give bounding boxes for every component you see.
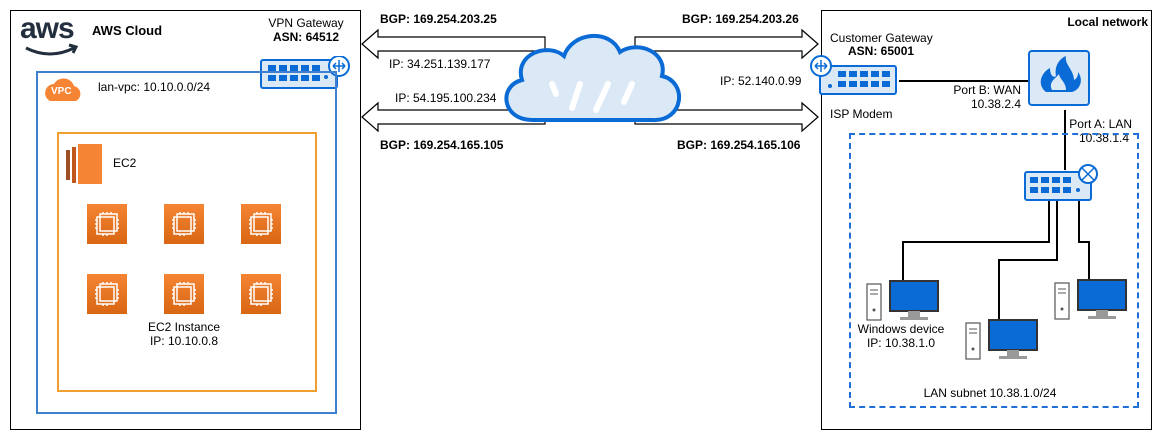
switch-link-right <box>1078 200 1090 280</box>
vpn-gateway-title: VPN Gateway <box>268 16 344 30</box>
windows-device-name: Windows device <box>857 322 945 336</box>
local-links <box>899 80 1090 320</box>
ec2-group-icon <box>66 144 106 189</box>
vpn-gateway-asn: ASN: 64512 <box>272 30 340 44</box>
ec2-instance-main-icon <box>164 274 204 314</box>
ec2-instance-name: EC2 Instance <box>147 320 221 334</box>
windows-device-ip: IP: 10.38.1.0 <box>866 336 936 350</box>
vpc-badge-text: VPC <box>51 86 72 97</box>
ec2-group-boundary <box>57 132 317 392</box>
bgp-top-right: BGP: 169.254.203.26 <box>682 12 799 26</box>
windows-device-pc-icon <box>866 280 940 327</box>
firewall-router-icon <box>1028 50 1090 111</box>
ip-right: IP: 52.140.0.99 <box>720 74 802 88</box>
lan-subnet-label: LAN subnet 10.38.1.0/24 <box>923 386 1057 400</box>
local-network-title: Local network <box>1067 15 1148 29</box>
lan-subnet-boundary <box>849 133 1139 408</box>
vpc-label: lan-vpc: 10.10.0.0/24 <box>98 80 211 94</box>
port-a-name: Port A: LAN <box>1069 117 1132 131</box>
tunnel-arrows <box>361 28 819 133</box>
aws-logo-text: aws <box>20 12 75 45</box>
ec2-instance-icon <box>241 274 281 314</box>
port-b-ip: 10.38.2.4 <box>970 97 1021 111</box>
aws-smile-icon <box>25 43 79 56</box>
ec2-instance-icon <box>87 274 127 314</box>
switch-link-middle <box>998 200 1058 320</box>
ec2-instance-icon <box>241 204 281 244</box>
ec2-group-label: EC2 <box>113 156 137 170</box>
isp-modem-router-icon <box>808 54 900 105</box>
ec2-instance-icon <box>164 204 204 244</box>
ip-left-bottom: IP: 54.195.100.234 <box>395 91 497 105</box>
aws-cloud-label: AWS Cloud <box>92 23 163 38</box>
customer-gateway-asn: ASN: 65001 <box>848 44 915 58</box>
bgp-bottom-left: BGP: 169.254.165.105 <box>380 138 504 152</box>
tunnel-top-right-arrow <box>634 28 819 60</box>
port-b-name: Port B: WAN <box>953 83 1021 97</box>
vpc-boundary <box>36 71 337 414</box>
ip-left-top: IP: 34.251.139.177 <box>389 57 491 71</box>
internet-cloud-icon <box>504 34 681 123</box>
bgp-top-left: BGP: 169.254.203.25 <box>380 12 497 26</box>
switch-link-left <box>902 200 1050 282</box>
vpc-badge-icon: VPC <box>40 75 84 110</box>
ec2-instance-ip: IP: 10.10.0.8 <box>149 334 219 348</box>
aws-logo: aws <box>20 12 82 56</box>
lan-switch-icon <box>1024 164 1102 209</box>
pc-middle-icon <box>965 319 1039 366</box>
isp-modem-label: ISP Modem <box>830 107 893 121</box>
ec2-instance-icon <box>87 204 127 244</box>
customer-gateway-title: Customer Gateway <box>830 31 933 45</box>
aws-cloud-panel <box>10 10 361 430</box>
local-network-panel <box>821 10 1152 430</box>
tunnel-top-left-arrow <box>361 28 546 60</box>
bgp-bottom-right: BGP: 169.254.165.106 <box>677 138 801 152</box>
pc-right-icon <box>1054 279 1128 326</box>
